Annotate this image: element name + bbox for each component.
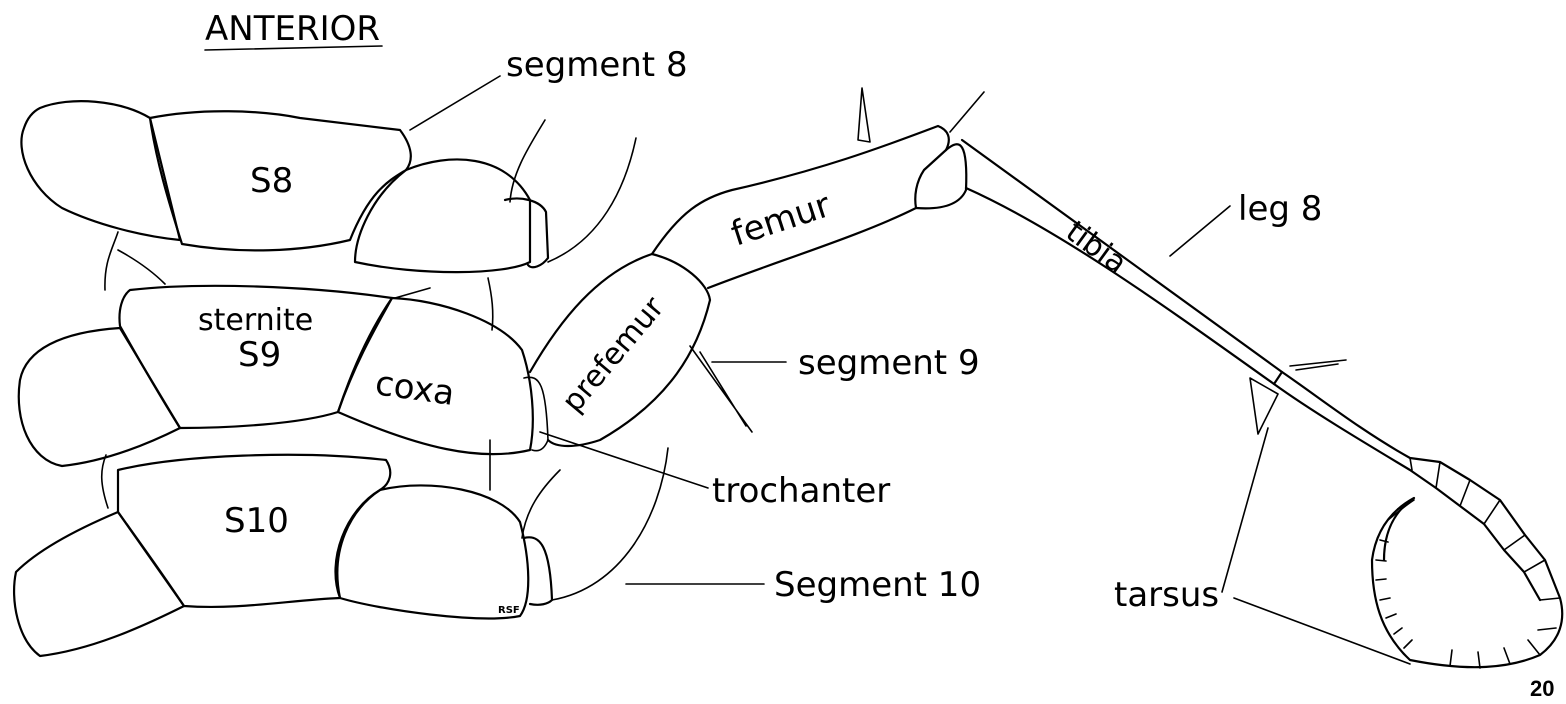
segment-10-plates — [12, 447, 669, 658]
leader-leg-8 — [1169, 205, 1231, 257]
tarsus-segment — [1272, 370, 1564, 669]
sternite-s10-plate — [116, 453, 392, 609]
segment-8-plates — [20, 100, 637, 274]
prefemur-segment — [528, 252, 712, 448]
tarsus-seta — [1289, 359, 1347, 371]
segment-10-pleurite-left — [12, 510, 186, 658]
segment-8-pleurite-left — [20, 100, 182, 242]
leader-segment-8 — [409, 75, 501, 131]
label-coxa: coxa — [373, 363, 457, 414]
label-s8: S8 — [250, 161, 293, 201]
heading-underline — [204, 45, 383, 51]
label-segment-8: segment 8 — [506, 45, 688, 85]
artist-signature: RSF — [498, 605, 520, 616]
label-sternite: sternite — [198, 303, 313, 338]
segment-9-pleurite-left — [17, 326, 182, 468]
segment-10-coxa-plate — [334, 484, 530, 620]
heading-group: ANTERIOR — [204, 9, 383, 51]
coxa-plate — [336, 296, 534, 456]
heading-anterior: ANTERIOR — [205, 9, 380, 49]
label-leg-8: leg 8 — [1238, 189, 1322, 229]
leg-8 — [528, 87, 1564, 669]
femur-seta — [857, 87, 871, 143]
label-tibia: tibia — [1059, 214, 1133, 281]
sternite-s8-plate — [148, 110, 412, 252]
leader-tarsus-upper — [1221, 427, 1269, 593]
inter-segment-lines — [100, 231, 494, 509]
sternite-s9-plate — [118, 284, 394, 430]
segment-8-coxa-plate — [353, 158, 532, 274]
segment-10-leg-line-b — [551, 447, 669, 601]
segment-8-stump — [503, 197, 550, 269]
label-s9: S9 — [238, 335, 281, 375]
prefemur-seta — [689, 345, 753, 433]
label-s10: S10 — [224, 501, 289, 541]
femur-tibia-joint — [914, 143, 968, 210]
femur-segment — [650, 124, 950, 290]
segment-8-leg-line-b — [547, 137, 637, 263]
labels: segment 8 S8 sternite S9 coxa prefemur f… — [198, 45, 1322, 615]
leader-tarsus-lower — [1233, 597, 1411, 665]
label-segment-10: Segment 10 — [774, 565, 981, 605]
label-trochanter: trochanter — [712, 471, 890, 511]
tibia-spine — [1249, 377, 1279, 435]
tibia-segment — [960, 138, 1284, 386]
segment-10-leg-line-a — [521, 469, 561, 539]
page-number: 20 — [1530, 676, 1554, 701]
tibia-seta — [949, 91, 985, 133]
tarsus-claw-tip — [1387, 499, 1415, 521]
leader-trochanter — [539, 431, 709, 489]
tarsus-segment-marks — [1409, 457, 1561, 669]
label-tarsus: tarsus — [1114, 575, 1219, 615]
label-segment-9: segment 9 — [798, 343, 980, 383]
tarsus-claw-hatching — [1375, 539, 1413, 649]
segment-8-leg-line-a — [509, 119, 546, 203]
label-femur: femur — [726, 185, 835, 254]
leader-lines — [409, 75, 1411, 665]
trochanter-segment — [523, 376, 549, 452]
